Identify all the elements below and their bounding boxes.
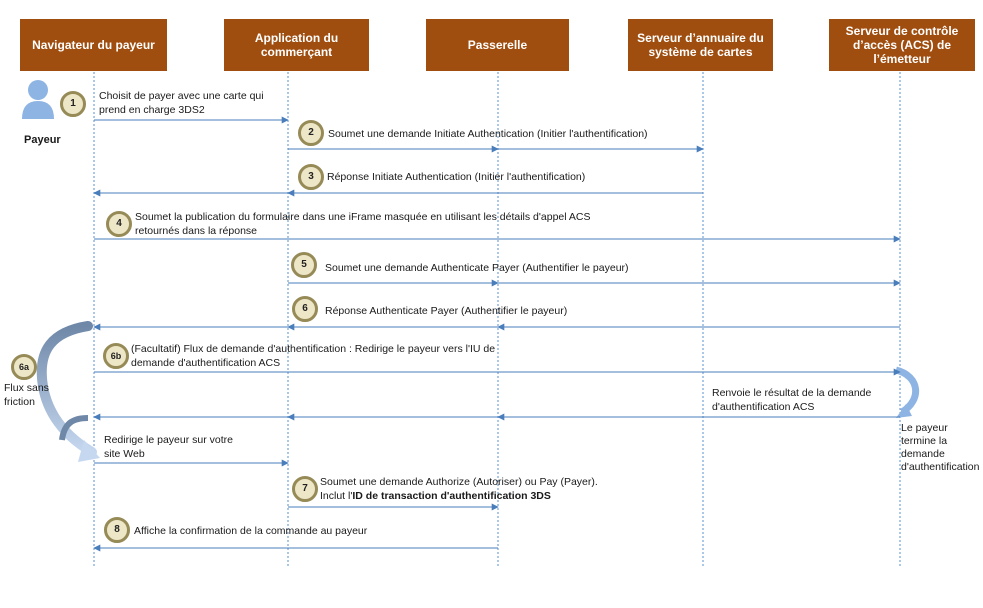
step-2-badge: 2 bbox=[298, 120, 324, 146]
participant-acs: Serveur de contrôle d’accès (ACS) de l’é… bbox=[829, 19, 975, 71]
payer-done-label-2: termine la bbox=[901, 435, 948, 447]
participant-navigateur: Navigateur du payeur bbox=[20, 19, 167, 71]
message-6-label: Réponse Authenticate Payer (Authentifier… bbox=[325, 305, 568, 317]
step-4-badge: 4 bbox=[106, 211, 132, 237]
step-7-badge: 7 bbox=[292, 476, 318, 502]
payer-actor-icon bbox=[22, 80, 54, 119]
frictionless-flow-arrow bbox=[36, 321, 100, 462]
message-6b-label-2: demande d'authentification ACS bbox=[131, 357, 281, 369]
step-6-badge: 6 bbox=[292, 296, 318, 322]
message-8-label: Affiche la confirmation de la commande a… bbox=[134, 525, 368, 537]
participant-annuaire: Serveur d’annuaire du système de cartes bbox=[628, 19, 773, 71]
message-6a-label: Flux sans bbox=[4, 382, 49, 394]
step-1-badge: 1 bbox=[60, 91, 86, 117]
lifelines bbox=[93, 72, 901, 568]
payer-done-label: Le payeur bbox=[901, 422, 948, 434]
payer-done-label-4: d'authentification bbox=[901, 461, 980, 473]
step-6a-badge: 6a bbox=[11, 354, 37, 380]
acs-return-label-2: d'authentification ACS bbox=[712, 401, 815, 413]
participant-passerelle: Passerelle bbox=[426, 19, 569, 71]
message-1-label: Choisit de payer avec une carte qui bbox=[99, 90, 264, 102]
message-3-label: Réponse Initiate Authentication (Initier… bbox=[327, 171, 586, 183]
challenge-flow-arrow bbox=[894, 366, 920, 418]
message-4-label-2: retournés dans la réponse bbox=[135, 225, 257, 237]
step-3-badge: 3 bbox=[298, 164, 324, 190]
message-7-prefix: Inclut l' bbox=[320, 490, 353, 502]
redirect-site-label: Redirige le payeur sur votre bbox=[104, 434, 233, 446]
redirect-site-label-2: site Web bbox=[104, 448, 145, 460]
step-5-badge: 5 bbox=[291, 252, 317, 278]
message-4-label: Soumet la publication du formulaire dans… bbox=[135, 211, 591, 223]
participant-application: Application du commerçant bbox=[224, 19, 369, 71]
step-8-badge: 8 bbox=[104, 517, 130, 543]
acs-return-label: Renvoie le résultat de la demande bbox=[712, 387, 872, 399]
message-6b-label: (Facultatif) Flux de demande d'authentif… bbox=[131, 343, 496, 355]
message-7-label-2: Inclut l'ID de transaction d'authentific… bbox=[320, 490, 551, 503]
payer-done-label-3: demande bbox=[901, 448, 945, 460]
message-5-label: Soumet une demande Authenticate Payer (A… bbox=[325, 262, 629, 274]
step-6b-badge: 6b bbox=[103, 343, 129, 369]
message-1-label-2: prend en charge 3DS2 bbox=[99, 104, 205, 116]
message-7-bold: ID de transaction d'authentification 3DS bbox=[352, 490, 551, 502]
message-7-label: Soumet une demande Authorize (Autoriser)… bbox=[320, 476, 598, 488]
message-arrows bbox=[93, 116, 901, 552]
actor-label: Payeur bbox=[24, 134, 61, 146]
message-2-label: Soumet une demande Initiate Authenticati… bbox=[328, 128, 648, 140]
message-6a-label-2: friction bbox=[4, 396, 35, 408]
